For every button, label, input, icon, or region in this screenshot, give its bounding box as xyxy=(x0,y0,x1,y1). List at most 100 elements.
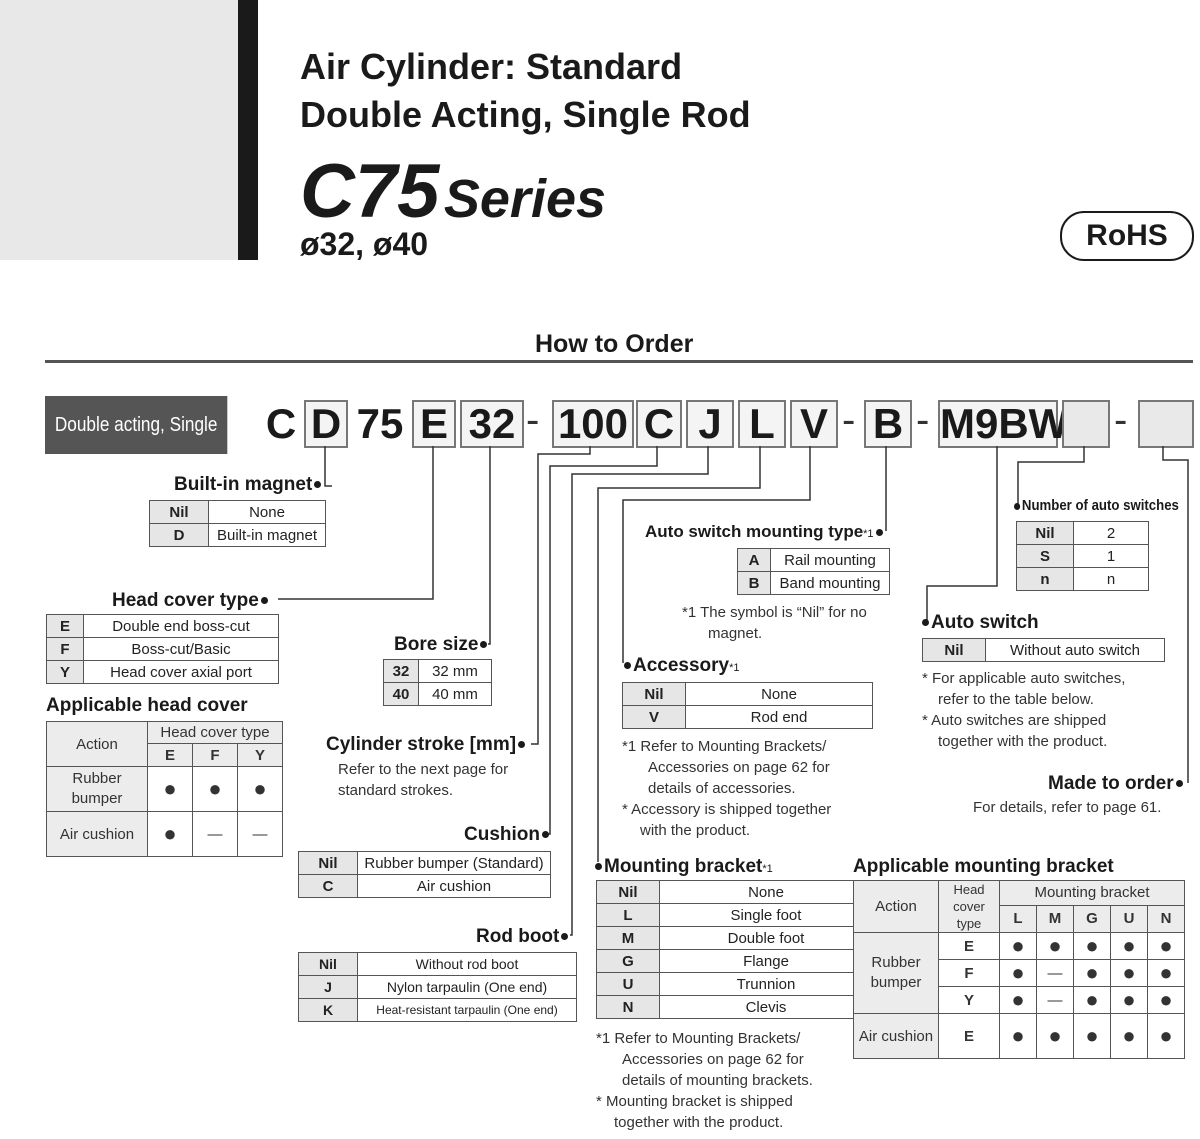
table-cell: — xyxy=(237,811,283,857)
built-in-magnet-title: Built-in magnet xyxy=(174,474,313,495)
title-line-2: Double Acting, Single Rod xyxy=(300,94,751,135)
table-cell: Trunnion xyxy=(659,972,873,996)
code-mount-type-box: B xyxy=(864,400,912,448)
table-cell: ● xyxy=(147,766,193,812)
action-text: Rubber xyxy=(871,954,921,971)
table-cell-type: Y xyxy=(938,986,1000,1014)
action-text: Rubber xyxy=(72,770,122,787)
table-cell: ● xyxy=(1110,986,1148,1014)
table-cell: ● xyxy=(1073,959,1111,987)
table-row: Air cushion ● — — xyxy=(46,811,283,857)
title-line-1: Air Cylinder: Standard xyxy=(300,46,683,87)
table-row: Air cushion E ● ● ● ● ● xyxy=(853,1013,1185,1059)
table-cell: Clevis xyxy=(659,995,873,1019)
note-line: * For applicable auto switches, xyxy=(922,670,1126,687)
how-to-order-heading: How to Order xyxy=(535,330,694,358)
table-cell-type: F xyxy=(938,959,1000,987)
head-cover-type-title: Head cover type xyxy=(112,590,259,611)
table-cell: — xyxy=(1036,986,1074,1014)
accessory-title: Accessory xyxy=(633,655,730,676)
auto-switch-notes: * For applicable auto switches, refer to… xyxy=(922,668,1125,752)
connector-dot xyxy=(1175,780,1183,788)
series-code: C75 xyxy=(300,149,440,234)
table-cell: — xyxy=(192,811,238,857)
table-cell-key: Nil xyxy=(1016,521,1074,545)
table-cell-key: Nil xyxy=(922,638,986,662)
table-cell-type: E xyxy=(938,1013,1000,1059)
table-cell: n xyxy=(1073,567,1149,591)
note-line: magnet. xyxy=(708,625,763,642)
connector-dot xyxy=(260,597,268,605)
table-header-group: Mounting bracket xyxy=(999,880,1185,906)
table-header-col: G xyxy=(1073,904,1111,934)
table-cell-type: E xyxy=(938,932,1000,960)
action-text: bumper xyxy=(71,790,123,807)
table-cell-key: Nil xyxy=(298,851,358,875)
table-cell-key: L xyxy=(596,903,660,927)
table-cell: ● xyxy=(1073,1013,1111,1059)
table-cell: ● xyxy=(1036,1013,1074,1059)
table-cell: Rod end xyxy=(685,705,873,729)
connector-dot xyxy=(624,662,631,670)
note-line: *1 Refer to Mounting Brackets/ xyxy=(622,738,827,755)
table-cell-key: N xyxy=(596,995,660,1019)
code-magnet-box: D xyxy=(304,400,348,448)
connector-dot xyxy=(1014,502,1021,510)
table-cell-key: B xyxy=(737,571,771,595)
table-row: F ● — ● ● ● xyxy=(854,959,1185,987)
table-cell-key: n xyxy=(1016,567,1074,591)
note-line: * Accessory is shipped together xyxy=(622,801,832,818)
auto-switch-title: Auto switch xyxy=(931,612,1039,633)
connector-dot xyxy=(561,933,569,941)
table-row: L M G U N xyxy=(854,904,1185,934)
table-header-col: F xyxy=(192,743,238,767)
code-c: C xyxy=(265,400,297,447)
table-cell: ● xyxy=(999,1013,1037,1059)
made-to-order-label: Made to order xyxy=(1048,773,1183,795)
note-line: *1 Refer to Mounting Brackets/ xyxy=(596,1030,801,1047)
accessory-notes: *1 Refer to Mounting Brackets/ Accessori… xyxy=(622,736,831,841)
table-cell-key: U xyxy=(596,972,660,996)
table-header-col: E xyxy=(147,743,193,767)
mounting-bracket-title: Mounting bracket xyxy=(604,856,763,877)
note-line: Refer to the next page for xyxy=(338,761,509,778)
note-line: details of accessories. xyxy=(648,780,796,797)
note-line: refer to the table below. xyxy=(938,691,1094,708)
table-header-group: Head cover type xyxy=(147,721,283,744)
table-header-col: Y xyxy=(237,743,283,767)
auto-switch-mounting-type-label: Auto switch mounting type*1 xyxy=(645,522,883,542)
table-cell: Rubber bumper (Standard) xyxy=(357,851,551,875)
table-cell: Rail mounting xyxy=(770,548,890,572)
footnote-marker: *1 xyxy=(863,528,874,540)
cushion-label: Cushion xyxy=(464,824,549,846)
note-line: together with the product. xyxy=(614,1114,784,1131)
table-cell: ● xyxy=(1110,959,1148,987)
table-cell-key: M xyxy=(596,926,660,950)
table-header-action: Action xyxy=(853,880,939,933)
table-row-action: Air cushion xyxy=(853,1013,939,1059)
table-cell: 32 mm xyxy=(418,659,492,683)
table-cell-key: F xyxy=(46,637,84,661)
num-switches-title: Number of auto switches xyxy=(1021,497,1179,514)
accessory-label: Accessory*1 xyxy=(624,655,740,677)
table-cell: ● xyxy=(1110,1013,1148,1059)
type-label: Double acting, Single rod xyxy=(45,396,228,494)
code-75: 75 xyxy=(356,400,404,447)
